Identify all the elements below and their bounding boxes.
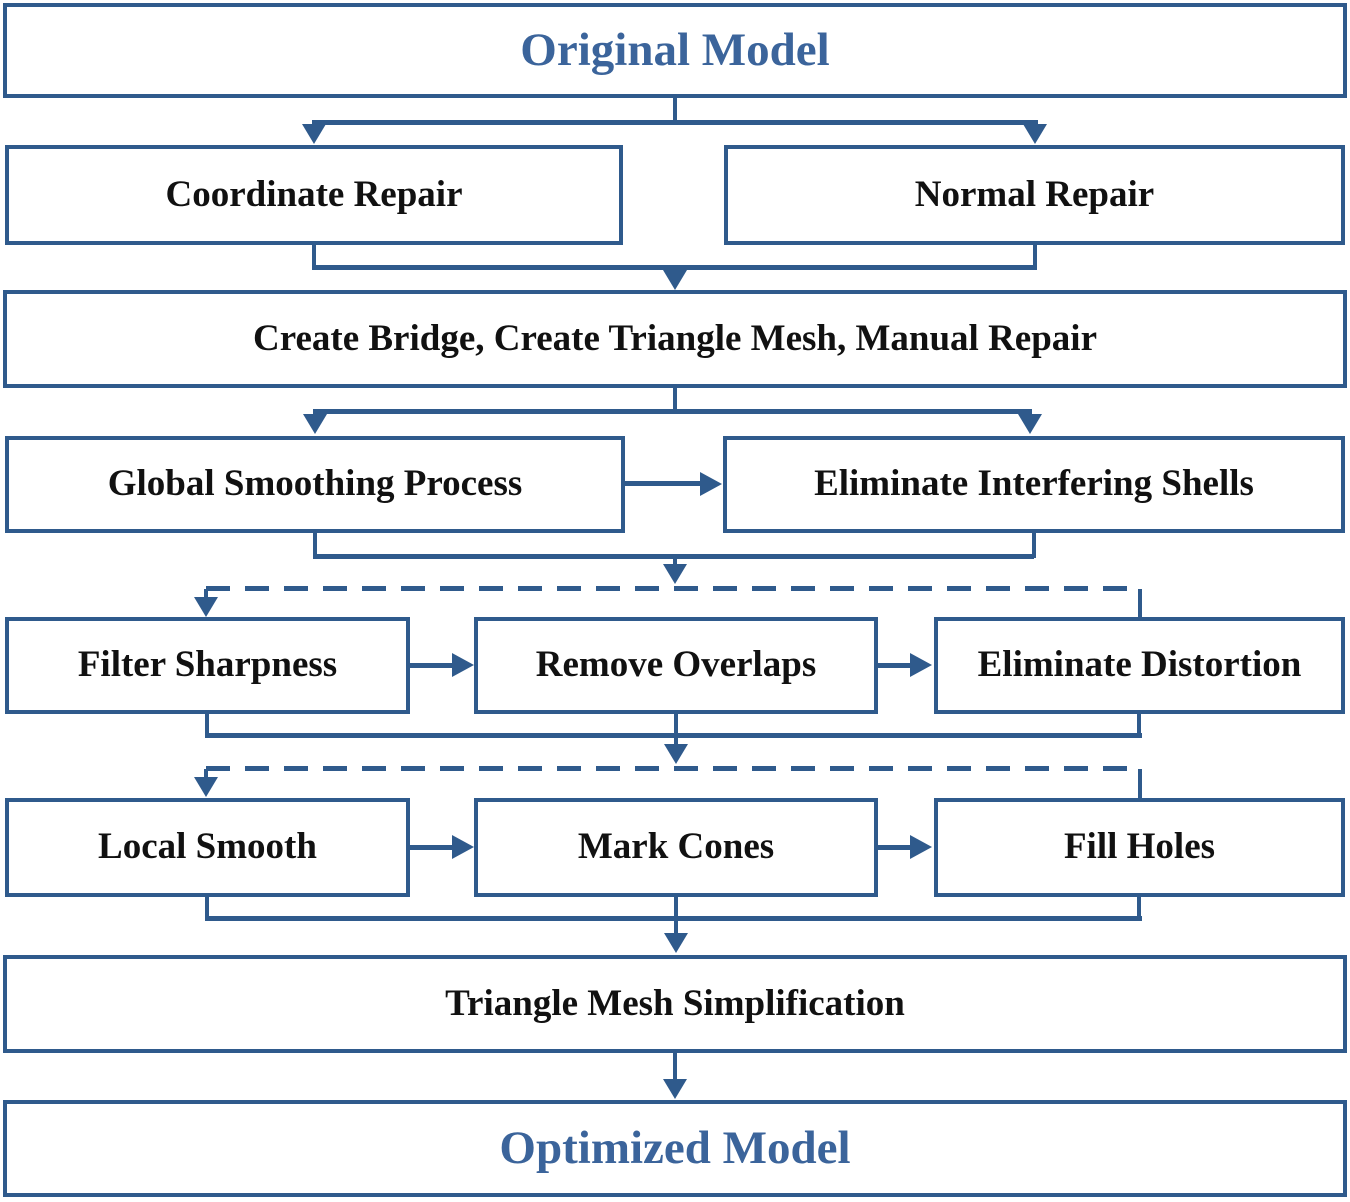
- edge-dashed1-left-stem: [204, 589, 208, 600]
- edge-distortion-loop-up: [1138, 589, 1142, 618]
- edge-bridge-split-stem: [673, 388, 677, 413]
- edge-shells-down: [1032, 533, 1036, 558]
- edge-row5-merge-stem: [674, 737, 678, 746]
- node-create-bridge: Create Bridge, Create Triangle Mesh, Man…: [3, 290, 1347, 388]
- edge-filter-down: [205, 714, 209, 737]
- edge-global-to-shells: [625, 481, 703, 486]
- node-normal-repair: Normal Repair: [724, 145, 1345, 245]
- edge-simplify-to-optimized-stem: [673, 1053, 677, 1081]
- arrow-down-to-global-smoothing: [303, 414, 327, 434]
- arrow-right-to-remove-overlaps: [452, 653, 474, 677]
- arrow-down-to-dashed-junction-1: [663, 564, 687, 584]
- edge-remove-down: [674, 714, 678, 737]
- arrow-down-to-filter-sharpness: [194, 597, 218, 617]
- node-global-smoothing: Global Smoothing Process: [5, 436, 625, 533]
- edge-normal-down: [1033, 245, 1037, 269]
- edge-original-split-bar: [312, 120, 1038, 125]
- edge-mark-down: [674, 897, 678, 920]
- edge-distortion-down: [1137, 714, 1141, 737]
- node-local-smooth: Local Smooth: [5, 798, 410, 897]
- arrow-down-to-eliminate-shells: [1018, 414, 1042, 434]
- node-eliminate-shells: Eliminate Interfering Shells: [723, 436, 1345, 533]
- arrow-right-to-fill-holes: [910, 835, 932, 859]
- node-optimized-model: Optimized Model: [3, 1100, 1347, 1197]
- node-triangle-mesh-simplification: Triangle Mesh Simplification: [3, 955, 1347, 1053]
- node-eliminate-distortion: Eliminate Distortion: [934, 617, 1345, 714]
- edge-row4-merge-bar: [313, 554, 1034, 559]
- edge-local-down: [205, 897, 209, 920]
- node-fill-holes: Fill Holes: [934, 798, 1345, 897]
- edge-dashed2-left-stem: [204, 769, 208, 780]
- edge-fill-holes-loop-up: [1138, 769, 1142, 798]
- edge-row6-merge-bar: [205, 916, 1142, 921]
- arrow-down-to-optimized-model: [663, 1079, 687, 1099]
- arrow-down-to-simplification: [664, 933, 688, 953]
- edge-row6-merge-stem: [674, 920, 678, 935]
- edge-global-down: [313, 533, 317, 558]
- arrow-down-to-local-smooth: [194, 777, 218, 797]
- node-original-model: Original Model: [3, 3, 1347, 98]
- edge-bridge-split-bar: [313, 409, 1032, 414]
- edge-dashed-line-1: [206, 586, 1141, 591]
- edge-coordinate-down: [312, 245, 316, 269]
- node-coordinate-repair: Coordinate Repair: [5, 145, 623, 245]
- node-filter-sharpness: Filter Sharpness: [5, 617, 410, 714]
- edge-local-to-mark: [410, 845, 454, 850]
- edge-row5-merge-bar: [205, 733, 1142, 738]
- arrow-right-to-mark-cones: [452, 835, 474, 859]
- node-remove-overlaps: Remove Overlaps: [474, 617, 878, 714]
- arrow-right-to-eliminate-shells: [700, 472, 722, 496]
- arrow-down-to-create-bridge: [663, 270, 687, 290]
- edge-row4-merge-stem: [673, 558, 677, 566]
- edge-original-split-stem: [673, 98, 677, 124]
- arrow-right-to-eliminate-distortion: [910, 653, 932, 677]
- edge-fill-down: [1137, 897, 1141, 920]
- node-mark-cones: Mark Cones: [474, 798, 878, 897]
- edge-remove-to-distortion: [878, 663, 912, 668]
- arrow-down-to-coordinate-repair: [302, 124, 326, 144]
- edge-mark-to-fill: [878, 845, 912, 850]
- arrow-down-to-normal-repair: [1023, 124, 1047, 144]
- arrow-down-to-dashed-junction-2: [664, 744, 688, 764]
- edge-filter-to-remove: [410, 663, 454, 668]
- edge-dashed-line-2: [206, 766, 1141, 771]
